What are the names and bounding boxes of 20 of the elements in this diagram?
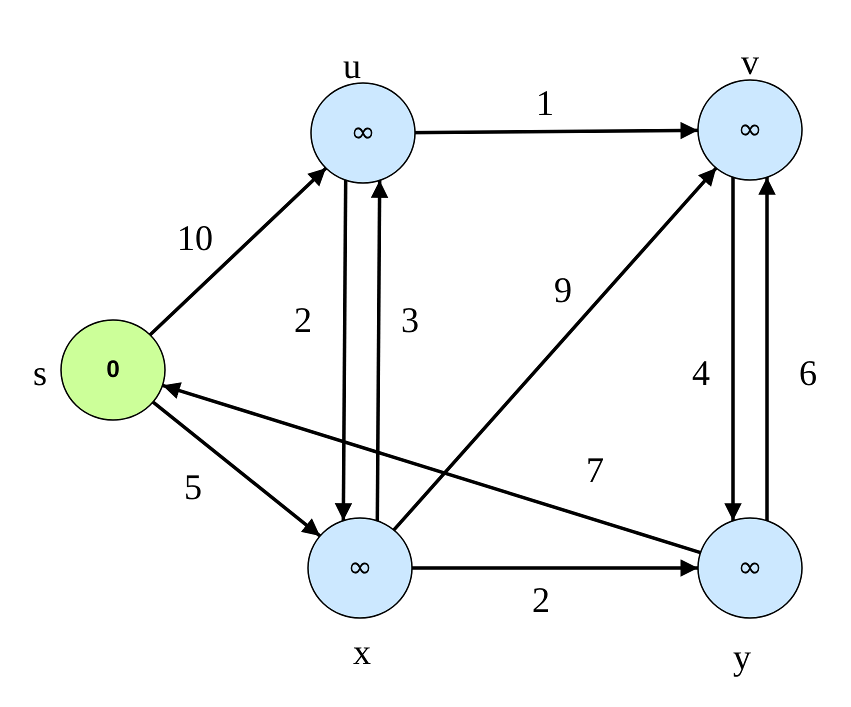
node-value: ∞ (350, 118, 376, 148)
node-name: v (741, 44, 759, 80)
arrow (162, 382, 702, 554)
arrow (412, 559, 698, 577)
node-value: ∞ (348, 553, 372, 583)
node-name: x (353, 634, 371, 670)
node-name: u (343, 48, 361, 84)
node-name: s (33, 355, 47, 391)
arrow (334, 180, 352, 521)
arrow (414, 122, 698, 140)
arrow (392, 166, 718, 532)
arrow (758, 177, 776, 521)
arrow (148, 166, 328, 336)
arrow (370, 180, 388, 521)
node-value: ∞ (738, 115, 762, 145)
node-value: 0 (106, 355, 120, 385)
arrow (724, 177, 742, 521)
node-value: ∞ (738, 553, 762, 583)
arrow (152, 400, 322, 538)
node-name: y (733, 639, 751, 675)
